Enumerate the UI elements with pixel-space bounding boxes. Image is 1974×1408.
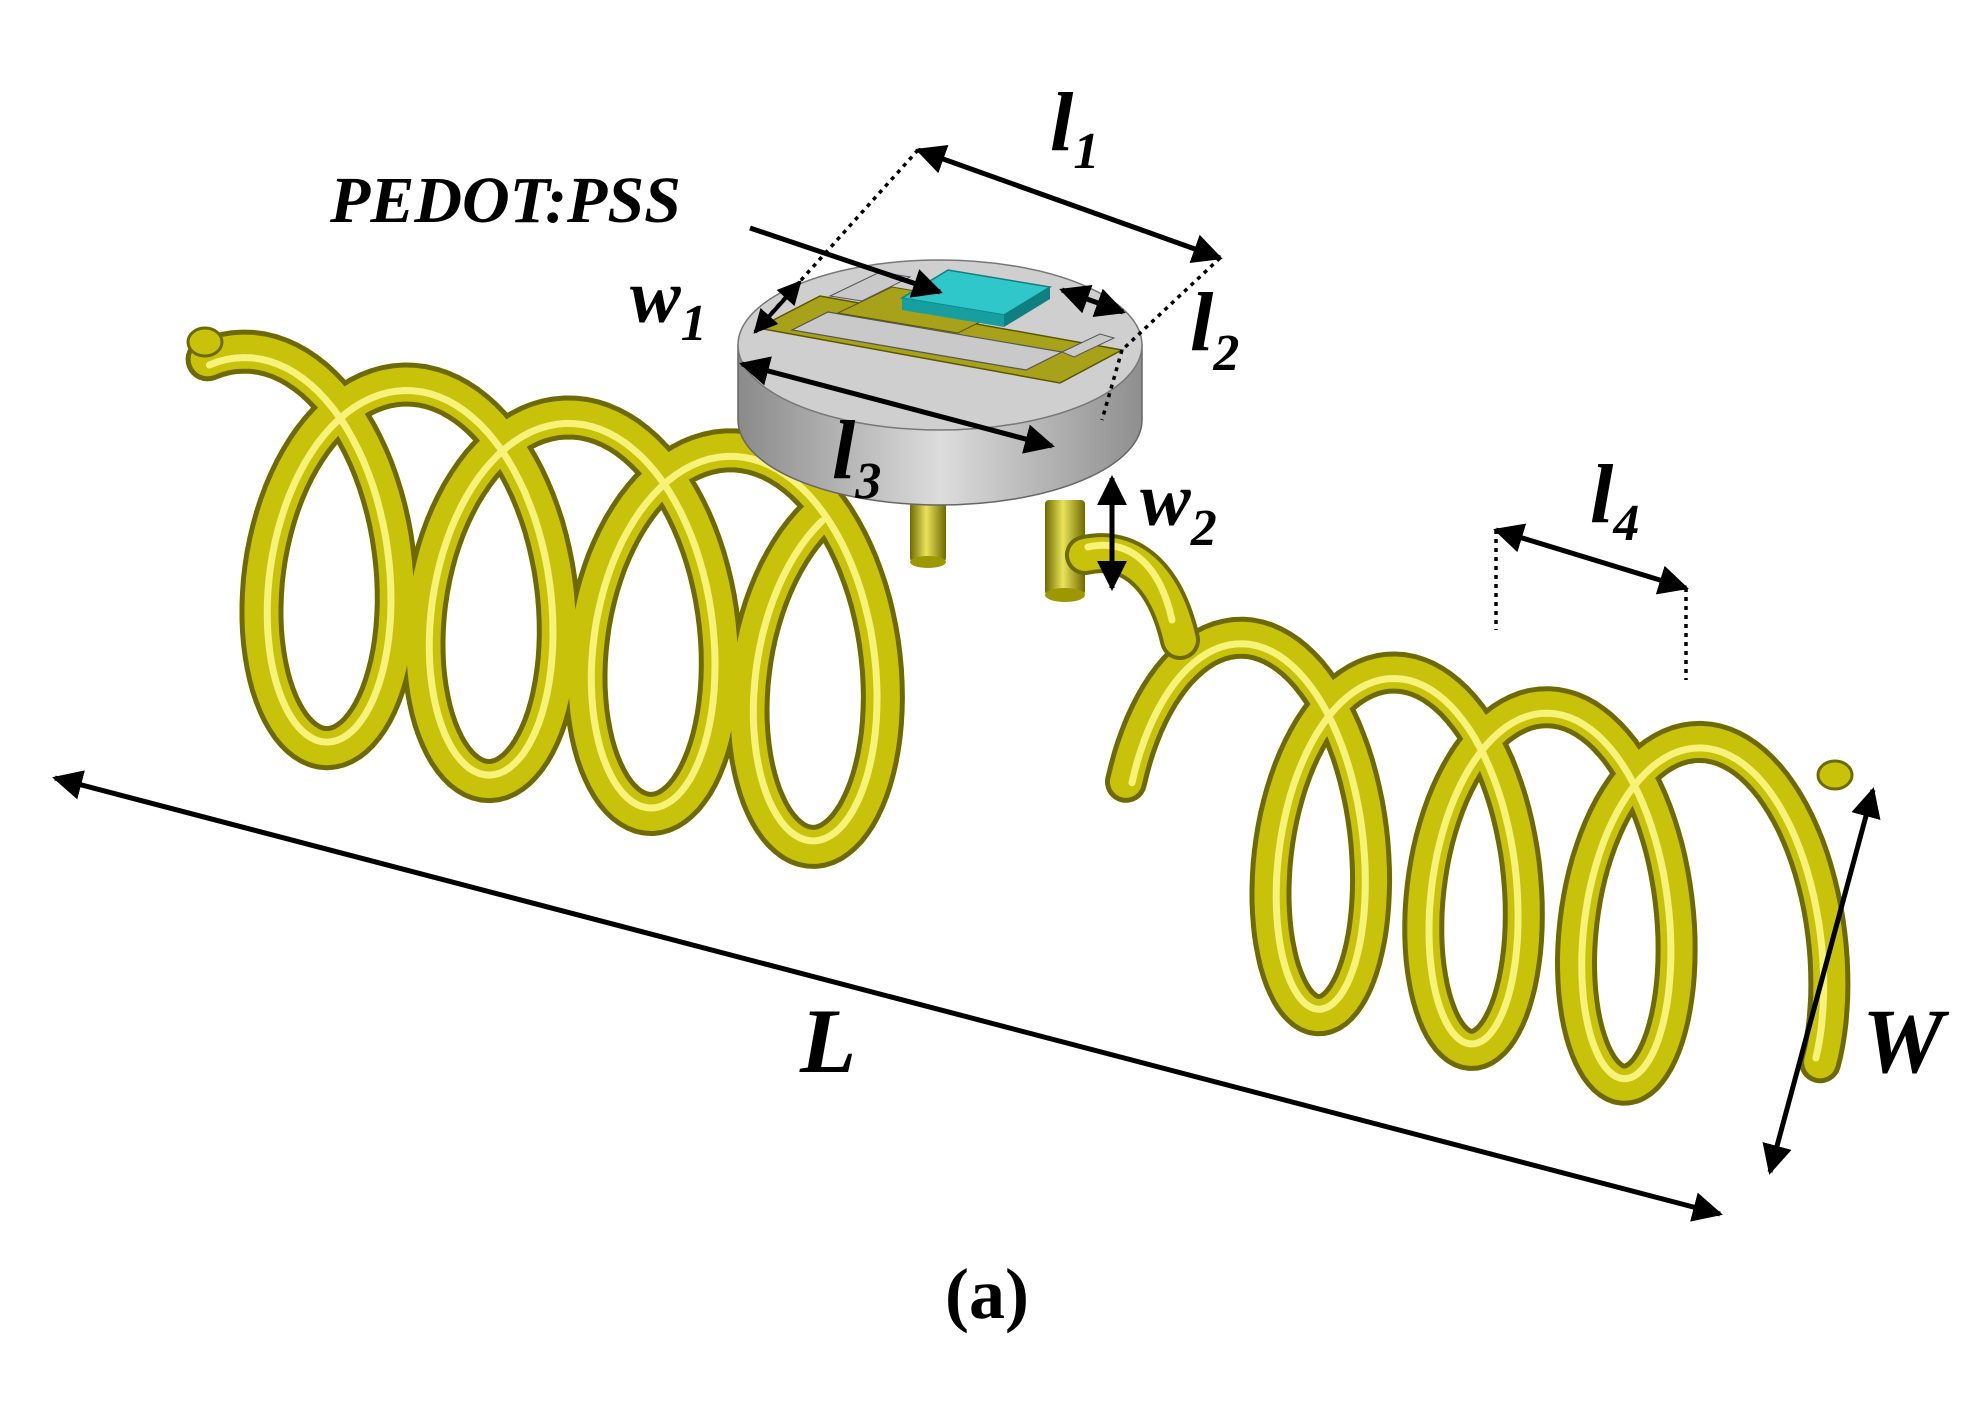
label-w2: w2 [1140,458,1217,557]
label-l3: l3 [832,404,881,510]
label-l2: l2 [1190,276,1239,382]
figure-caption: (a) [945,1254,1029,1334]
left-helix [185,326,905,869]
label-l1: l1 [1050,76,1099,180]
dimension-lines [52,144,1881,1222]
right-helix-wire [1110,621,1846,1101]
label-L: L [799,990,856,1092]
label-pedot-pss: PEDOT:PSS [329,164,681,237]
right-helix-end-cap [1816,759,1854,791]
dimension-labels: PEDOT:PSS l1 w1 l2 l3 w2 l4 L W (a) [329,76,1950,1334]
right-helix [1105,616,1854,1106]
left-helix-highlight [205,354,881,845]
left-helix-wire [190,334,900,864]
label-l4: l4 [1590,448,1639,552]
label-W: W [1862,990,1950,1092]
left-helix-end-cap [186,326,224,358]
label-w1: w1 [630,255,707,352]
